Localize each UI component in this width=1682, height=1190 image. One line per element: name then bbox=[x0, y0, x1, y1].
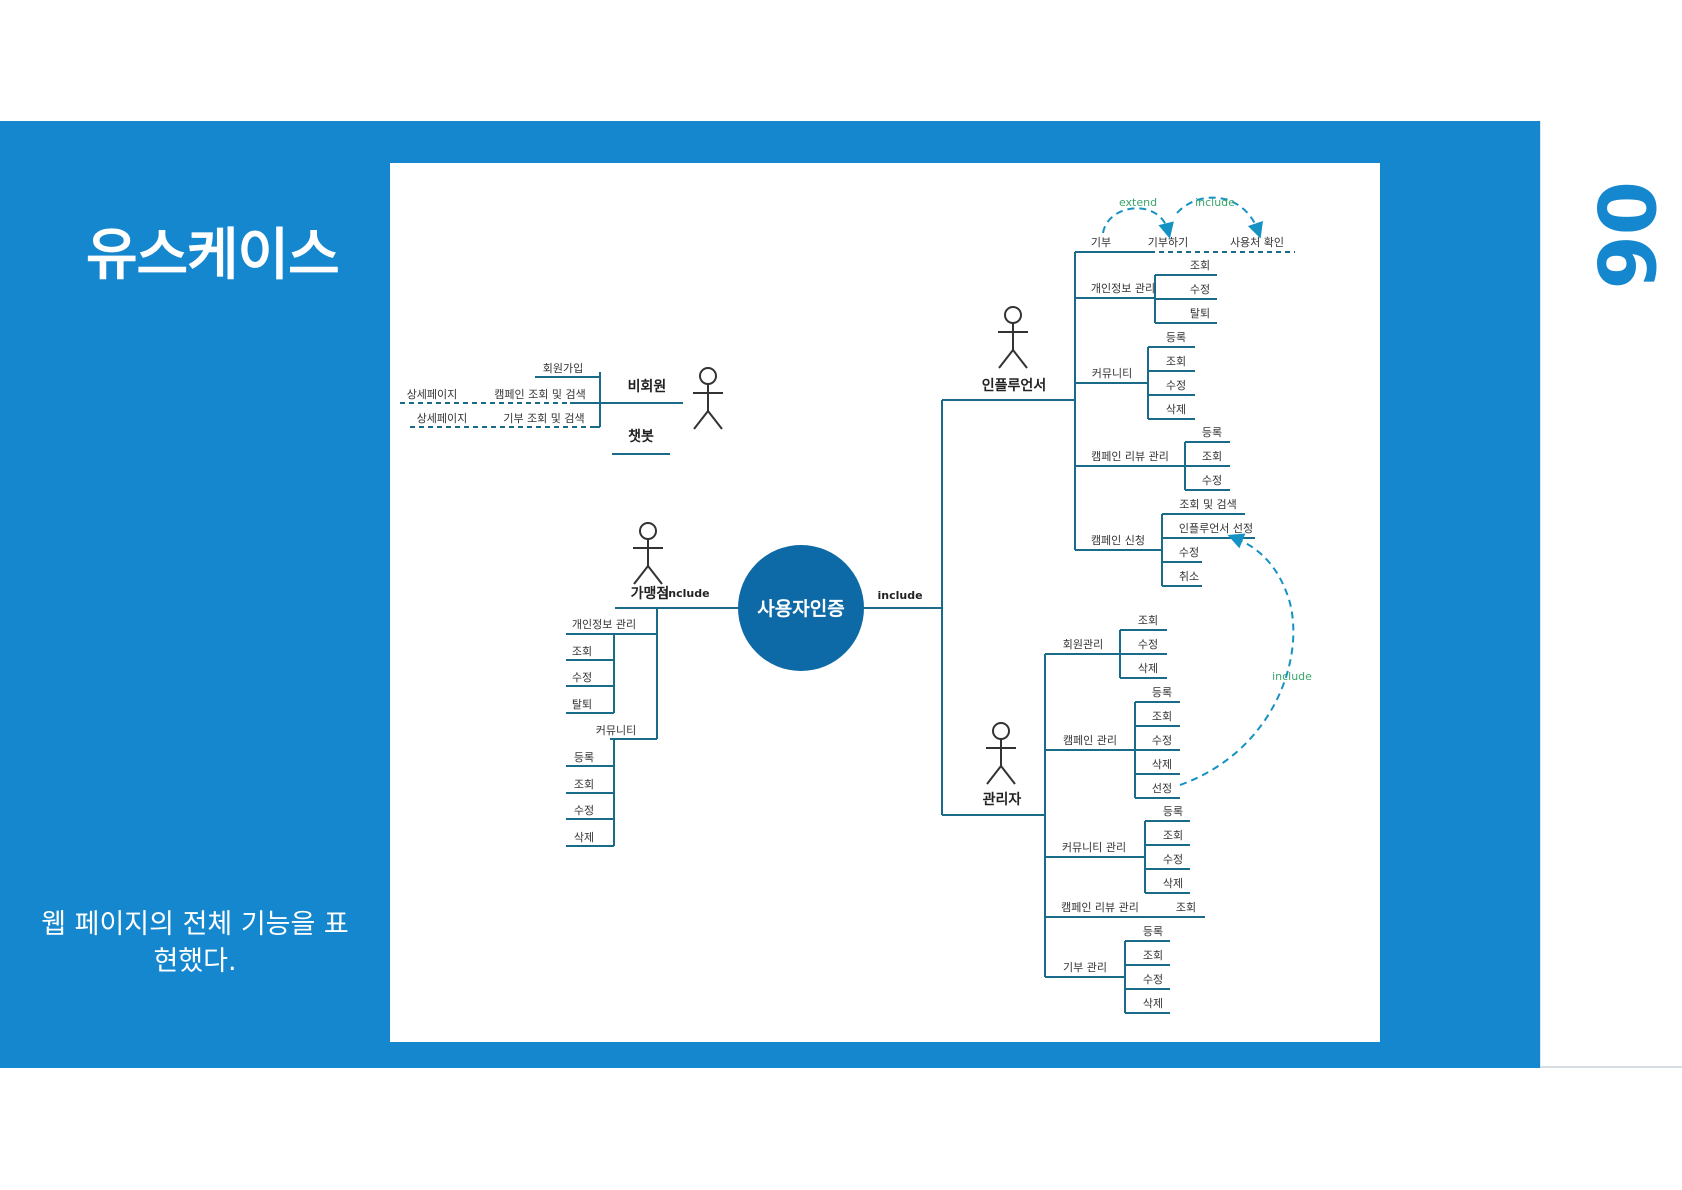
admin-community-item: 등록 bbox=[1163, 805, 1183, 818]
admin-donation-item: 등록 bbox=[1143, 925, 1163, 938]
actor-franchise-label: 가맹점 bbox=[631, 585, 670, 602]
include-top-label: include bbox=[1195, 196, 1235, 209]
franchise-community-item: 수정 bbox=[574, 804, 594, 817]
franchise-community-item: 삭제 bbox=[574, 831, 594, 844]
influencer-personal: 개인정보 관리 bbox=[1091, 282, 1155, 295]
nonmember-signup: 회원가입 bbox=[543, 362, 583, 375]
influencer-donate: 기부 bbox=[1091, 236, 1111, 249]
franchise-personal-item: 수정 bbox=[572, 671, 592, 684]
influencer-personal-item: 탈퇴 bbox=[1190, 307, 1210, 320]
franchise-community-item: 등록 bbox=[574, 751, 594, 764]
influencer-community-item: 조회 bbox=[1166, 355, 1186, 368]
page-title: 유스케이스 bbox=[86, 223, 340, 288]
admin-campaign: 캠페인 관리 bbox=[1063, 734, 1117, 747]
admin-donation-item: 조회 bbox=[1143, 949, 1163, 962]
influencer-apply-item: 조회 및 검색 bbox=[1179, 498, 1237, 511]
include-select-arc bbox=[1179, 533, 1295, 786]
usecase-diagram: 사용자인증 include include 회원가입 캠페인 조회 및 검색 기… bbox=[400, 196, 1312, 1014]
franchise-personal-item: 조회 bbox=[572, 645, 592, 658]
franchise-community-item: 조회 bbox=[574, 778, 594, 791]
admin-member: 회원관리 bbox=[1063, 638, 1103, 651]
influencer-personal-item: 조회 bbox=[1190, 259, 1210, 272]
center-label: 사용자인증 bbox=[757, 598, 844, 620]
admin-member-item: 삭제 bbox=[1138, 662, 1158, 675]
admin-donation-item: 수정 bbox=[1143, 973, 1163, 986]
diagram-panel: 사용자인증 include include 회원가입 캠페인 조회 및 검색 기… bbox=[390, 163, 1380, 1042]
influencer-branch: 인플루언서 기부 기부하기 사용처 확인 extend include 개인정보… bbox=[982, 196, 1295, 587]
nonmember-branch: 회원가입 캠페인 조회 및 검색 기부 조회 및 검색 상세페이지 상세페이지 … bbox=[400, 362, 723, 455]
nonmember-campaign-search: 캠페인 조회 및 검색 bbox=[494, 388, 585, 401]
influencer-apply-item: 수정 bbox=[1179, 546, 1199, 559]
include-select-label: include bbox=[1272, 670, 1312, 683]
actor-influencer-label: 인플루언서 bbox=[982, 377, 1046, 394]
side-strip bbox=[1486, 121, 1540, 1068]
admin-campaign-item: 선정 bbox=[1152, 782, 1172, 795]
influencer-community-item: 삭제 bbox=[1166, 403, 1186, 416]
influencer-apply-item: 취소 bbox=[1179, 570, 1199, 583]
admin-review: 캠페인 리뷰 관리 bbox=[1061, 901, 1139, 914]
admin-campaign-item: 등록 bbox=[1152, 686, 1172, 699]
admin-campaign-item: 삭제 bbox=[1152, 758, 1172, 771]
admin-member-item: 수정 bbox=[1138, 638, 1158, 651]
influencer-apply-item: 인플루언서 선정 bbox=[1179, 522, 1253, 535]
actor-nonmember-label: 비회원 bbox=[628, 379, 667, 395]
admin-community-item: 조회 bbox=[1163, 829, 1183, 842]
center-node bbox=[738, 545, 864, 671]
actor-admin-label: 관리자 bbox=[983, 791, 1022, 808]
admin-review-item: 조회 bbox=[1176, 901, 1196, 914]
influencer-community-item: 등록 bbox=[1166, 331, 1186, 344]
nonmember-detail-2: 상세페이지 bbox=[417, 412, 468, 425]
actor-chatbot-label: 챗봇 bbox=[628, 429, 654, 445]
page-number: 06 bbox=[1579, 181, 1669, 290]
admin-campaign-item: 수정 bbox=[1152, 734, 1172, 747]
influencer-community-item: 수정 bbox=[1166, 379, 1186, 392]
franchise-personal-item: 탈퇴 bbox=[572, 698, 592, 711]
admin-community-item: 삭제 bbox=[1163, 877, 1183, 890]
influencer-review-item: 조회 bbox=[1202, 450, 1222, 463]
franchise-branch: 가맹점 개인정보 관리 커뮤니티 조회 수정 탈퇴 등록 조회 수정 삭제 bbox=[566, 522, 670, 847]
influencer-review: 캠페인 리뷰 관리 bbox=[1091, 450, 1169, 463]
franchise-personal: 개인정보 관리 bbox=[572, 618, 636, 631]
admin-branch: 관리자 회원관리 조회 수정 삭제 캠페인 관리 등록 조회 수정 삭제 선정 … bbox=[983, 533, 1312, 1014]
admin-community: 커뮤니티 관리 bbox=[1062, 841, 1126, 854]
page-description: 웹 페이지의 전체 기능을 표현했다. bbox=[41, 909, 349, 977]
nonmember-donation-search: 기부 조회 및 검색 bbox=[503, 412, 584, 425]
influencer-apply: 캠페인 신청 bbox=[1091, 534, 1145, 547]
include-left-label: include bbox=[664, 587, 709, 600]
actor-admin-icon bbox=[986, 722, 1016, 785]
extend-arc bbox=[1102, 207, 1174, 239]
influencer-usage-check: 사용처 확인 bbox=[1230, 236, 1284, 249]
admin-campaign-item: 조회 bbox=[1152, 710, 1172, 723]
actor-influencer-icon bbox=[998, 306, 1028, 369]
admin-member-item: 조회 bbox=[1138, 614, 1158, 627]
actor-franchise-icon bbox=[633, 522, 663, 585]
admin-donation-item: 삭제 bbox=[1143, 997, 1163, 1010]
actor-nonmember-icon bbox=[693, 367, 723, 430]
divider bbox=[1540, 1066, 1682, 1068]
include-arc bbox=[1176, 196, 1263, 239]
influencer-personal-item: 수정 bbox=[1190, 283, 1210, 296]
right-margin bbox=[1540, 121, 1682, 1068]
influencer-review-item: 등록 bbox=[1202, 426, 1222, 439]
influencer-review-item: 수정 bbox=[1202, 474, 1222, 487]
nonmember-detail-1: 상세페이지 bbox=[407, 388, 458, 401]
franchise-community: 커뮤니티 bbox=[596, 724, 636, 737]
admin-community-item: 수정 bbox=[1163, 853, 1183, 866]
admin-donation: 기부 관리 bbox=[1063, 961, 1107, 974]
influencer-donate-do: 기부하기 bbox=[1148, 235, 1188, 249]
include-right-label: include bbox=[877, 589, 922, 602]
influencer-community: 커뮤니티 bbox=[1092, 367, 1132, 380]
extend-label: extend bbox=[1119, 196, 1157, 209]
